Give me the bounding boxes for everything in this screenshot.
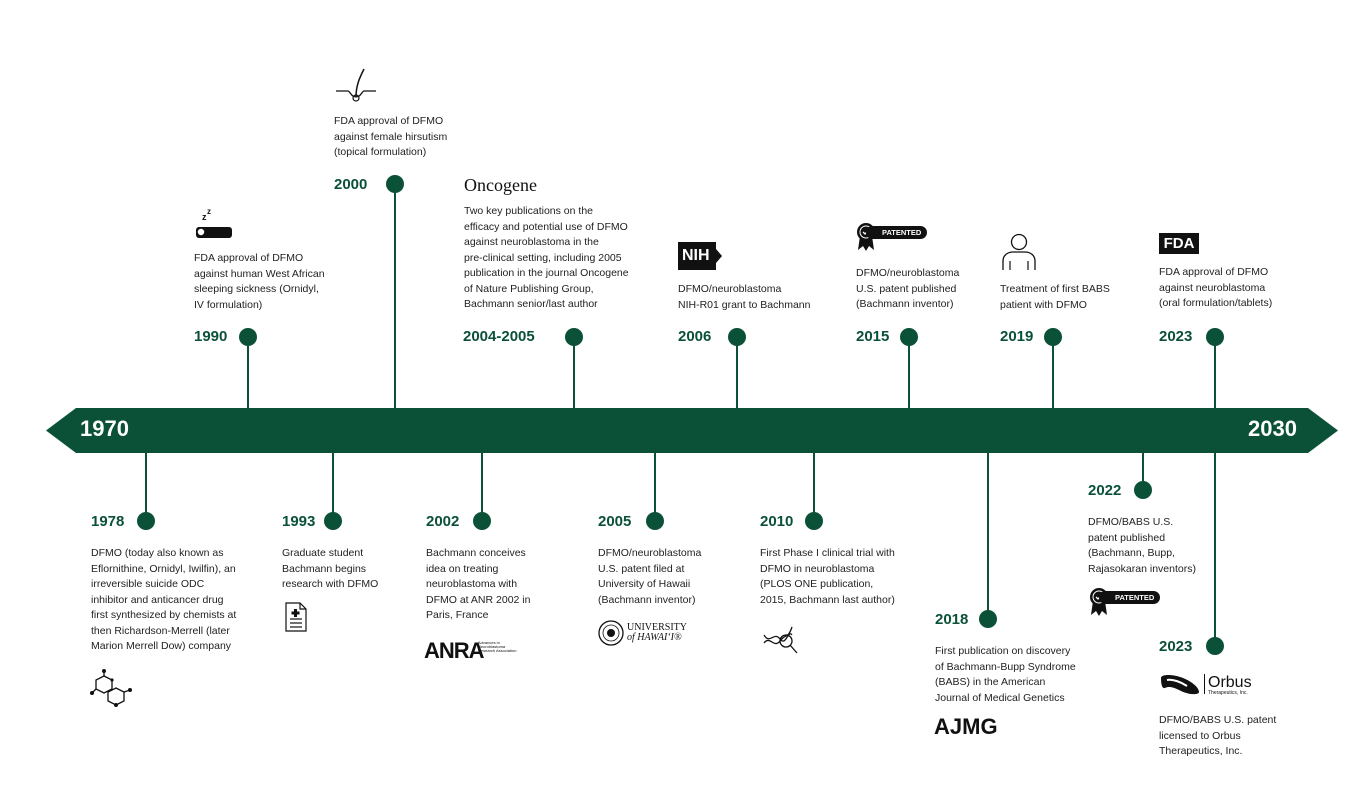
event-description: DFMO/BABS U.S. patent licensed to Orbus … <box>1159 714 1277 757</box>
molecule-icon <box>90 669 132 707</box>
event-connector <box>1214 337 1216 409</box>
event-year: 2019 <box>1000 328 1034 345</box>
event-description: DFMO/BABS U.S. patent published (Bachman… <box>1088 516 1196 575</box>
event-connector <box>481 452 483 521</box>
event-year: 2004-2005 <box>463 328 535 345</box>
event-connector <box>247 337 249 409</box>
uh-line2: of HAWAI‘I® <box>627 632 682 643</box>
event-description: DFMO/neuroblastoma U.S. patent filed at … <box>598 547 702 606</box>
event-connector <box>736 337 738 409</box>
event-year: 2006 <box>678 328 712 345</box>
event-description: Two key publications on the efficacy and… <box>464 205 629 310</box>
event-connector <box>1142 452 1144 490</box>
event-description: First Phase I clinical trial with DFMO i… <box>760 547 895 606</box>
event-connector <box>1052 337 1054 409</box>
fda-logo: FDA <box>1159 233 1199 254</box>
axis-end-label: 2030 <box>1248 416 1297 441</box>
orbus-divider <box>1204 674 1205 694</box>
event-year: 1978 <box>91 513 125 530</box>
hair-follicle-icon <box>336 68 376 102</box>
nih-arrow-icon <box>710 242 722 270</box>
event-year: 2000 <box>334 176 368 193</box>
event-year: 2018 <box>935 611 969 628</box>
nih-logo: NIH <box>678 242 716 270</box>
svg-text:z: z <box>207 207 211 216</box>
patent-badge: PATENTED <box>866 226 928 239</box>
event-description: FDA approval of DFMO against human West … <box>194 252 325 311</box>
orbus-logo-subtitle: Therapeutics, Inc. <box>1208 690 1248 696</box>
event-description: Graduate student Bachmann begins researc… <box>282 547 379 590</box>
oncogene-logo: Oncogene <box>464 175 537 195</box>
timeline-axis <box>46 408 1338 453</box>
event-year: 1993 <box>282 513 316 530</box>
ajmg-logo: AJMG <box>934 714 998 739</box>
event-dot <box>137 512 155 530</box>
event-connector <box>654 452 656 521</box>
uh-line1: UNIVERSITY <box>627 622 687 633</box>
event-description: FDA approval of DFMO against female hirs… <box>334 115 448 158</box>
event-connector <box>1214 452 1216 646</box>
svg-text:z: z <box>202 212 207 222</box>
university-seal-icon <box>598 620 624 646</box>
event-year: 2002 <box>426 513 460 530</box>
anra-logo-subtitle: Advances in Neuroblastoma Research Assoc… <box>478 640 517 653</box>
event-description: DFMO/neuroblastoma NIH-R01 grant to Bach… <box>678 283 811 311</box>
sleeping-person-icon: z z <box>196 207 232 238</box>
event-description: First publication on discovery of Bachma… <box>935 645 1076 704</box>
event-connector <box>908 337 910 409</box>
person-icon <box>1002 233 1036 270</box>
event-year: 2023 <box>1159 638 1193 655</box>
event-description: DFMO (today also known as Eflornithine, … <box>91 547 237 652</box>
patent-badge: PATENTED <box>1099 591 1161 604</box>
event-connector <box>987 452 989 619</box>
medical-document-icon <box>285 602 307 632</box>
event-dot <box>979 610 997 628</box>
orbus-logo: Orbus <box>1208 674 1252 691</box>
event-connector <box>145 452 147 521</box>
event-dot <box>1134 481 1152 499</box>
event-year: 1990 <box>194 328 228 345</box>
event-year: 2010 <box>760 513 794 530</box>
event-dot <box>324 512 342 530</box>
event-description: Bachmann conceives idea on treating neur… <box>426 547 531 621</box>
event-year: 2005 <box>598 513 632 530</box>
event-description: Treatment of first BABS patient with DFM… <box>1000 283 1110 311</box>
event-year: 2022 <box>1088 482 1122 499</box>
axis-start-label: 1970 <box>80 416 129 441</box>
university-of-hawaii-logo: UNIVERSITY of HAWAI‘I® <box>627 623 687 643</box>
event-year: 2015 <box>856 328 890 345</box>
event-connector <box>813 452 815 521</box>
event-connector <box>332 452 334 521</box>
event-year: 2023 <box>1159 328 1193 345</box>
event-dot <box>646 512 664 530</box>
orbus-swoosh-icon <box>1161 675 1199 695</box>
dna-magnifier-icon <box>763 626 798 654</box>
event-dot <box>805 512 823 530</box>
event-dot <box>473 512 491 530</box>
event-description: DFMO/neuroblastoma U.S. patent published… <box>856 267 960 310</box>
event-description: FDA approval of DFMO against neuroblasto… <box>1159 266 1273 309</box>
anra-logo: ANRA <box>424 638 485 663</box>
event-connector <box>394 184 396 409</box>
event-dot <box>1206 637 1224 655</box>
event-connector <box>573 337 575 409</box>
